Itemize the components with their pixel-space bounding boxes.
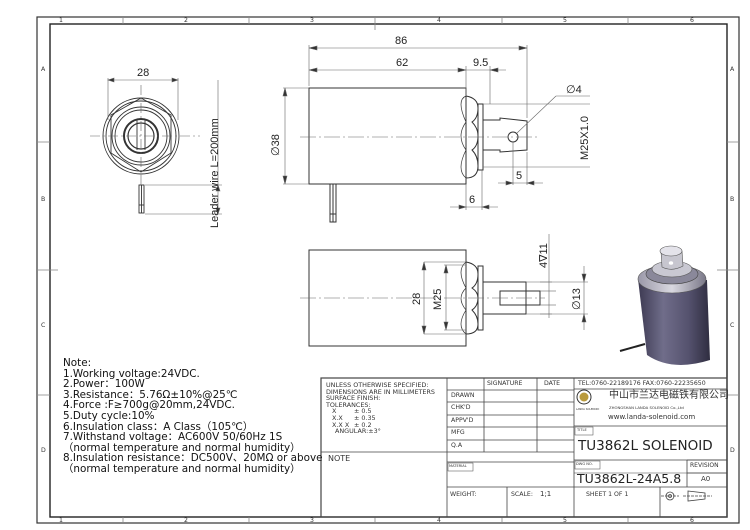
contact-info: TEL:0760-22189176 FAX:0760-22235650 xyxy=(578,380,706,387)
spec-line: DIMENSIONS ARE IN MILLIMETERS xyxy=(326,387,435,396)
role-mfg: MFG xyxy=(451,429,465,436)
company-name-cn: 中山市兰达电磁铁有限公司 xyxy=(609,390,729,401)
note-item: （normal temperature and normal humidity） xyxy=(63,441,301,454)
revision-value: A0 xyxy=(701,475,711,483)
tolerance-value: ± 0.35 xyxy=(354,413,376,422)
role-drawn: DRAWN xyxy=(451,392,475,399)
row-label: D xyxy=(730,447,735,454)
notes-title: Note: xyxy=(63,357,92,369)
dim-nut-width: 6 xyxy=(469,194,476,206)
note-item: 5.Duty cycle:10% xyxy=(63,409,155,422)
row-label: D xyxy=(41,447,46,454)
dim-body-diameter: ∅38 xyxy=(270,134,282,156)
note-item: 3.Resistance：5.76Ω±10%@25℃ xyxy=(63,388,238,401)
spec-line: TOLERANCES: xyxy=(326,400,371,409)
drawing-title: TU3862L SOLENOID xyxy=(578,438,713,454)
angular-tolerance: ANGULAR:±3° xyxy=(335,427,381,436)
column-label: 6 xyxy=(690,517,694,524)
dim-end-width: 28 xyxy=(137,67,150,79)
tolerance-key: X.X xyxy=(332,413,343,422)
dim-nut-flats: 28 xyxy=(411,292,423,305)
spec-line: UNLESS OTHERWISE SPECIFIED: xyxy=(326,381,429,389)
website: www.landa-solenoid.com xyxy=(608,413,696,421)
column-label: 5 xyxy=(563,17,567,24)
title-label: TITLE xyxy=(577,428,587,432)
dwg-no-label: DWG NO. xyxy=(576,462,593,466)
role-checked: CHK'D xyxy=(451,404,471,411)
logo-caption: LANDA SOLENOID xyxy=(576,408,600,411)
revision-label: REVISION xyxy=(690,462,719,469)
row-label: A xyxy=(41,66,46,73)
date-header: DATE xyxy=(544,380,561,387)
tolerance-value: ± 0.2 xyxy=(354,420,372,429)
material-label: MATERIAL xyxy=(449,464,467,468)
column-label: 3 xyxy=(310,517,314,524)
role-qa: Q.A xyxy=(451,442,463,449)
dim-plunger-diameter: ∅13 xyxy=(571,288,583,310)
drawing-number: TU3862L-24A5.8 xyxy=(577,471,682,486)
scale-label: SCALE: xyxy=(511,491,533,498)
dim-pin-hole: ∅4 xyxy=(566,84,582,96)
notes-block: Note: 1.Working voltage:24VDC. 2.Power：1… xyxy=(63,358,323,475)
column-label: 1 xyxy=(59,17,63,24)
column-label: 1 xyxy=(59,517,63,524)
dim-thread: M25X1.0 xyxy=(579,115,591,160)
note-item: （normal temperature and normal humidity） xyxy=(63,462,301,475)
note-item: 1.Working voltage:24VDC. xyxy=(63,367,200,380)
row-label: C xyxy=(41,322,46,329)
note-item: 7.Withstand voltage：AC600V 50/60Hz 1S xyxy=(63,431,283,444)
role-approved: APPV'D xyxy=(451,417,474,424)
dim-nut-offset: 9.5 xyxy=(473,57,489,69)
column-label: 5 xyxy=(563,517,567,524)
note-label: NOTE xyxy=(328,454,351,463)
dim-overall-length: 86 xyxy=(395,35,408,47)
row-label: C xyxy=(730,322,735,329)
row-label: B xyxy=(730,196,735,203)
dim-slot-depth: 4∇11 xyxy=(538,243,550,268)
tolerance-key: X xyxy=(332,407,337,416)
company-logo xyxy=(576,389,592,405)
note-item: 8.Insulation resistance：DC500V、20MΩ or a… xyxy=(63,452,323,465)
tolerance-key: X.X X xyxy=(332,420,350,429)
column-label: 6 xyxy=(690,17,694,24)
tolerance-value: ± 0.5 xyxy=(354,407,372,416)
signature-header: SIGNATURE xyxy=(487,380,523,387)
column-label: 4 xyxy=(437,517,441,524)
spec-block: UNLESS OTHERWISE SPECIFIED: DIMENSIONS A… xyxy=(326,382,435,435)
dim-hole-offset: 5 xyxy=(516,170,523,182)
dim-leader-wire: Leader wire L=200mm xyxy=(209,118,221,228)
company-name-en: ZHONGSHAN LANDA SOLENOID Co.,Ltd xyxy=(609,405,684,410)
column-label: 3 xyxy=(310,17,314,24)
note-item: 2.Power：100W xyxy=(63,378,145,391)
dim-thread-small: M25 xyxy=(432,288,444,310)
note-item: 6.Insulation class：A Class（105℃） xyxy=(63,420,254,433)
solenoid-3d-render xyxy=(619,245,710,365)
note-item: 4.Force :F≥700g@20mm,24VDC. xyxy=(63,399,235,412)
column-label: 2 xyxy=(184,17,188,24)
row-label: B xyxy=(41,196,46,203)
column-label: 4 xyxy=(437,17,441,24)
dim-body-length: 62 xyxy=(396,57,409,69)
scale-value: 1;1 xyxy=(540,490,552,498)
spec-line: SURFACE FINISH: xyxy=(326,394,381,403)
row-label: A xyxy=(730,66,735,73)
sheet-info: SHEET 1 OF 1 xyxy=(586,491,629,498)
column-label: 2 xyxy=(184,517,188,524)
weight-label: WEIGHT: xyxy=(450,491,477,498)
